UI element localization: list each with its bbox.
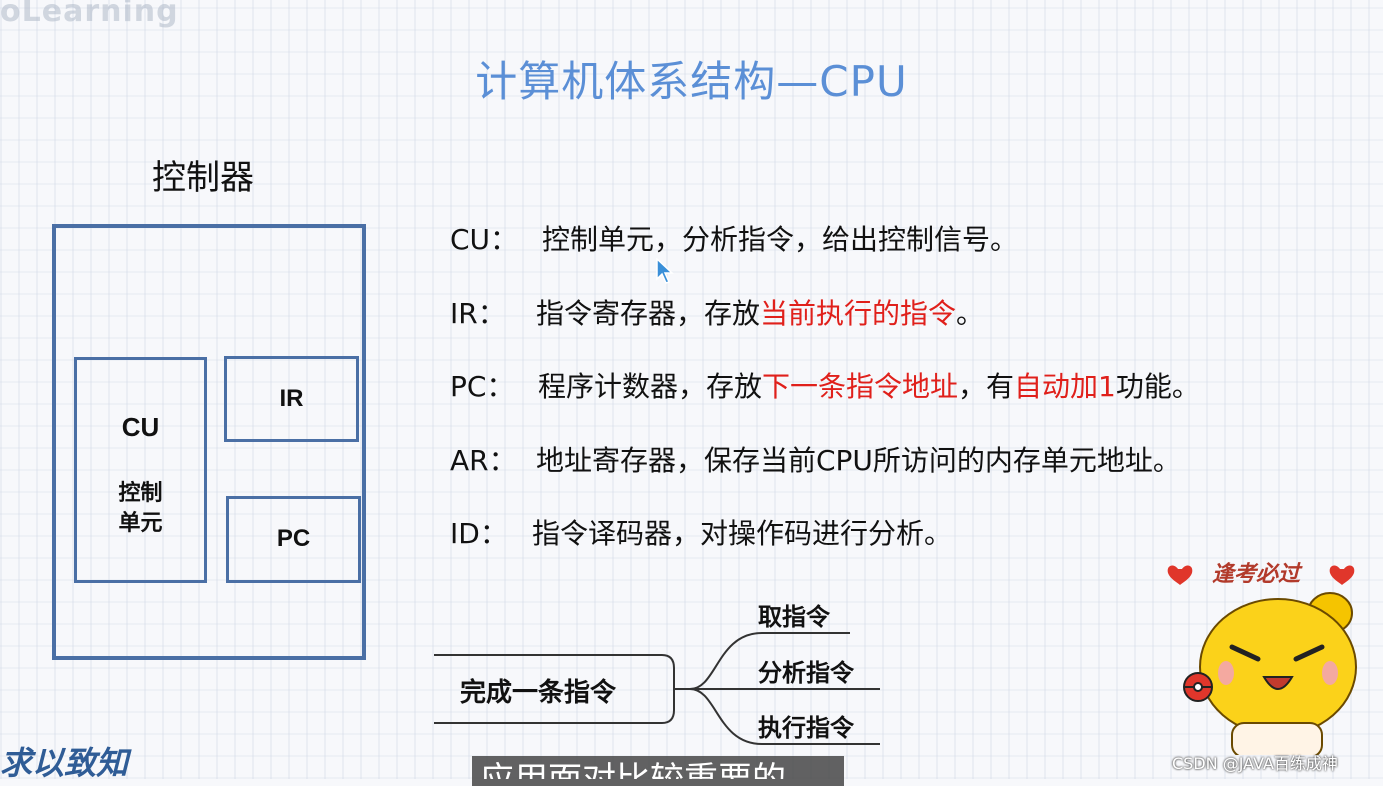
section-label: 控制器 <box>152 158 254 198</box>
mouse-cursor-icon <box>656 258 674 284</box>
definition-key: PC： <box>450 370 515 403</box>
cu-title: CU <box>121 412 160 442</box>
definition-text: 控制单元，分析指令，给出控制信号。 <box>542 223 1019 256</box>
slide-title: 计算机体系结构—CPU <box>475 57 908 106</box>
mascot-sticker-icon <box>1167 565 1357 755</box>
pc-box: PC <box>226 496 361 583</box>
definition-row-ir: IR： 指令寄存器，存放当前执行的指令。 <box>450 292 984 332</box>
definition-text: 指令寄存器，存放 <box>536 297 761 330</box>
definition-highlight: 当前执行的指令 <box>760 297 957 330</box>
definition-highlight: 下一条指令地址 <box>762 370 959 403</box>
definition-key: AR： <box>450 444 517 477</box>
controller-box <box>52 224 366 660</box>
mindmap-lines <box>434 632 880 745</box>
mindmap-leaf-analyze: 分析指令 <box>758 659 854 687</box>
cu-subtitle: 控制 单元 <box>77 478 204 538</box>
definition-key: ID： <box>450 517 508 550</box>
definition-key: IR： <box>450 297 506 330</box>
definition-text: 指令译码器，对操作码进行分析。 <box>532 517 953 550</box>
definition-row-cu: CU： 控制单元，分析指令，给出控制信号。 <box>450 218 1018 258</box>
mindmap-leaf-fetch: 取指令 <box>758 603 830 631</box>
definition-row-ar: AR： 地址寄存器，保存当前CPU所访问的内存单元地址。 <box>450 439 1181 479</box>
definition-row-pc: PC： 程序计数器，存放下一条指令地址，有自动加1功能。 <box>450 365 1200 405</box>
definition-text: 功能。 <box>1115 370 1200 403</box>
definition-key: CU： <box>450 223 519 256</box>
ir-title: IR <box>279 385 304 412</box>
top-watermark: oLearning <box>0 0 179 29</box>
subtitle-text: 应用面对比较重要的 <box>480 756 840 779</box>
cu-box: CU 控制 单元 <box>74 357 207 583</box>
definition-text: 。 <box>956 297 985 330</box>
cu-subtitle-line2: 单元 <box>118 510 163 535</box>
definition-row-id: ID： 指令译码器，对操作码进行分析。 <box>450 512 952 552</box>
definition-text: 程序计数器，存放 <box>538 370 763 403</box>
brand-watermark: 求以致知 <box>0 744 129 782</box>
definition-highlight: 自动加1 <box>1014 370 1116 403</box>
definition-text: 地址寄存器，保存当前CPU所访问的内存单元地址。 <box>536 444 1181 477</box>
ir-box: IR <box>224 356 359 442</box>
definition-text: ，有 <box>958 370 1015 403</box>
cu-subtitle-line1: 控制 <box>118 480 163 505</box>
pc-title: PC <box>276 525 311 552</box>
csdn-watermark: CSDN @JAVA百练成神 <box>1172 754 1338 773</box>
sticker-text: 逢考必过 <box>1212 562 1301 587</box>
mindmap-leaf-execute: 执行指令 <box>758 714 854 742</box>
mindmap-root: 完成一条指令 <box>460 678 617 708</box>
